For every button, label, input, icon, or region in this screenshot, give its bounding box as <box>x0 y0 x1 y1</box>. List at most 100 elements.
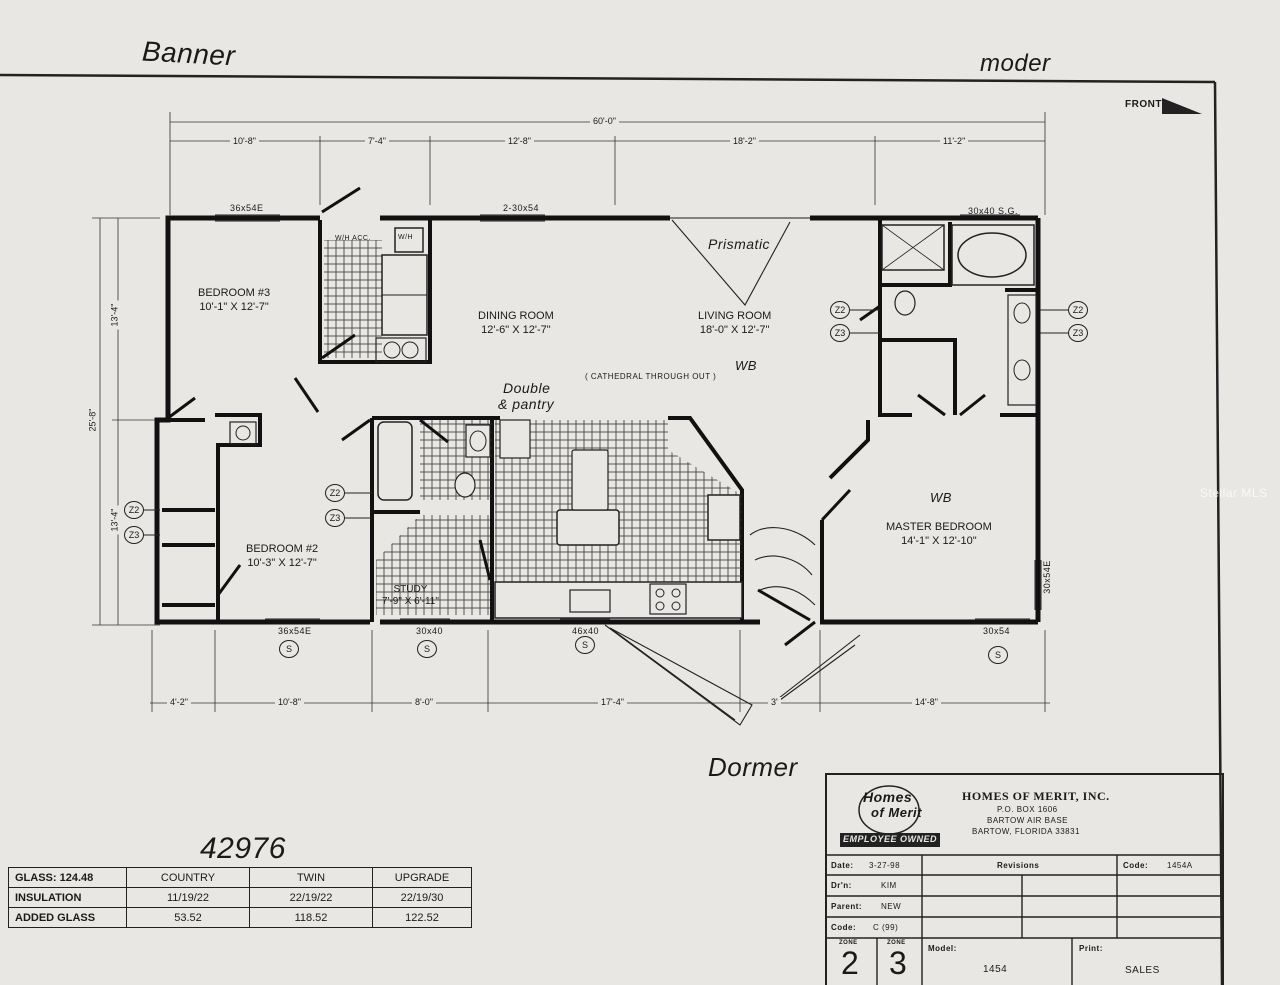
window-mark-2: S <box>417 640 437 658</box>
cathedral-note: ( CATHEDRAL THROUGH OUT ) <box>585 372 717 381</box>
room-study: STUDY 7'-9" X 6'-11" <box>382 584 439 608</box>
left-dimension-lines <box>92 217 160 626</box>
dim-left-bottom: 13'-4" <box>109 505 120 535</box>
table-row: GLASS: 124.48 COUNTRY TWIN UPGRADE <box>8 867 472 888</box>
window-openings <box>215 214 1042 620</box>
window-label-5: 30x40 <box>416 626 444 636</box>
watermark: Stellar MLS <box>1200 486 1268 500</box>
double-vanity <box>1007 294 1037 406</box>
code2-value: C (99) <box>873 923 899 932</box>
refrigerator <box>707 494 741 541</box>
revisions-label: Revisions <box>997 861 1040 870</box>
master-name: MASTER BEDROOM <box>886 521 992 533</box>
model-label: Model: <box>928 944 957 953</box>
bathtub <box>377 421 413 501</box>
handwritten-pantry: & pantry <box>498 396 555 412</box>
print-label: Print: <box>1079 944 1103 953</box>
code2-label: Code: <box>831 923 857 932</box>
wh-label: W/H <box>398 234 414 241</box>
window-label-7: 30x54 <box>983 626 1011 636</box>
table-cell: GLASS: 124.48 <box>8 867 127 888</box>
date-label: Date: <box>831 861 854 870</box>
overall-depth-dim: 25'-8" <box>87 405 98 435</box>
kitchen-island <box>556 509 620 546</box>
exterior-walls <box>154 215 1041 625</box>
handwritten-banner: Banner <box>141 35 237 72</box>
zone-mark-z3-b: Z3 <box>1068 324 1088 342</box>
table-cell: 53.52 <box>126 907 250 928</box>
zone-mark-z3-c: Z3 <box>325 509 345 527</box>
address-line-3: BARTOW, FLORIDA 33831 <box>972 827 1081 836</box>
handwritten-wb-master: WB <box>930 490 952 505</box>
logo-text-1: Homes <box>863 789 913 805</box>
dim-bottom-3: 17'-4" <box>598 697 627 707</box>
zone-mark-z3-d: Z3 <box>124 526 144 544</box>
dim-top-1: 7'-4" <box>365 136 389 146</box>
front-arrow-icon <box>1162 98 1202 114</box>
date-value: 3-27-98 <box>869 861 901 870</box>
table-cell: 11/19/22 <box>126 887 250 908</box>
dim-bottom-5: 14'-8" <box>912 697 941 707</box>
dim-left-top: 13'-4" <box>109 300 120 330</box>
zone-label-b: ZONE <box>887 940 906 946</box>
shower <box>881 224 945 271</box>
bedroom-3-name: BEDROOM #3 <box>198 287 271 299</box>
room-bedroom-3: BEDROOM #3 10'-1" X 12'-7" <box>198 286 270 314</box>
window-label-4: 36x54E <box>278 626 312 636</box>
window-label-8: 30x54E <box>1041 560 1052 594</box>
zone-value-a: 2 <box>841 945 860 981</box>
dim-bottom-2: 8'-0" <box>412 697 436 707</box>
window-mark-4: S <box>988 646 1008 664</box>
dim-top-3: 18'-2" <box>730 136 759 146</box>
table-cell: TWIN <box>249 867 373 888</box>
toilet <box>454 472 476 498</box>
dim-bottom-1: 10'-8" <box>275 697 304 707</box>
water-heater <box>394 227 424 253</box>
code-value: 1454A <box>1167 861 1193 870</box>
room-dining: DINING ROOM 12'-6" X 12'-7" <box>478 309 554 337</box>
garden-tub <box>951 224 1035 286</box>
handwriting-marks <box>604 219 861 726</box>
logo-band-text: EMPLOYEE OWNED <box>843 834 938 844</box>
dim-bottom-4: 3' <box>768 697 781 707</box>
table-cell: 22/19/22 <box>249 887 373 908</box>
border-top-line <box>0 73 1216 84</box>
zone-label-a: ZONE <box>839 940 858 946</box>
door-swings <box>167 186 986 647</box>
window-label-3: 30x40 S.G. <box>968 206 1019 216</box>
dim-top-2: 12'-8" <box>505 136 534 146</box>
logo-band <box>840 833 940 847</box>
kitchen-counter <box>494 581 743 619</box>
parent-value: NEW <box>881 902 902 911</box>
window-mark-3: S <box>575 636 595 654</box>
table-row: ADDED GLASS 53.52 118.52 122.52 <box>8 907 472 928</box>
overall-width-dim: 60'-0" <box>590 116 619 126</box>
handwritten-prismatic: Prismatic <box>708 236 771 252</box>
table-cell: INSULATION <box>8 887 127 908</box>
island-extension <box>571 449 609 511</box>
table-cell: 22/19/30 <box>372 887 472 908</box>
table-row: INSULATION 11/19/22 22/19/22 22/19/30 <box>8 887 472 908</box>
study-name: STUDY <box>393 584 428 595</box>
dim-top-0: 10'-8" <box>230 136 259 146</box>
kitchen-tile-floor <box>495 420 742 582</box>
bedroom-3-size: 10'-1" X 12'-7" <box>199 301 269 313</box>
company-name: HOMES OF MERIT, INC. <box>962 789 1110 803</box>
dining-size: 12'-6" X 12'-7" <box>481 324 551 336</box>
zone-mark-z2-b: Z2 <box>1068 301 1088 319</box>
room-living: LIVING ROOM 18'-0" X 12'-7" <box>698 309 771 337</box>
drn-value: KIM <box>881 881 897 890</box>
bedroom-2-size: 10'-3" X 12'-7" <box>247 557 317 569</box>
dim-bottom-0: 4'-2" <box>167 697 191 707</box>
master-size: 14'-1" X 12'-10" <box>901 535 977 547</box>
wh-acc-label: W/H ACC. <box>335 235 371 242</box>
title-block-grid <box>827 785 1222 985</box>
glass-insulation-table: GLASS: 124.48 COUNTRY TWIN UPGRADE INSUL… <box>8 867 472 928</box>
zone-mark-z2-c: Z2 <box>325 484 345 502</box>
table-cell: ADDED GLASS <box>8 907 127 928</box>
window-mark-1: S <box>279 640 299 658</box>
model-value: 1454 <box>983 964 1008 975</box>
parent-label: Parent: <box>831 902 863 911</box>
